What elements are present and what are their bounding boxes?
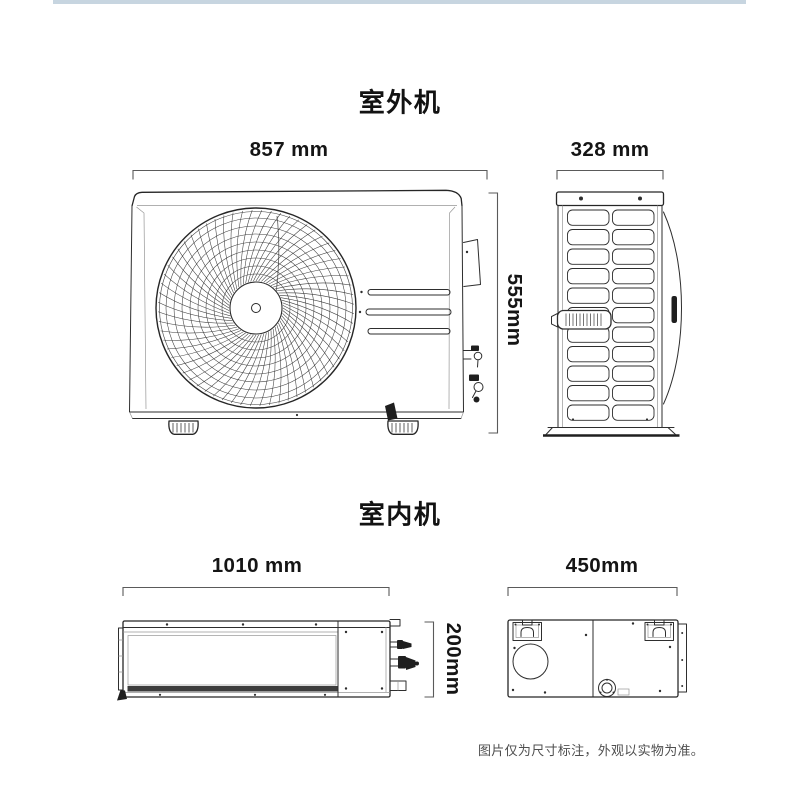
outdoor-front-width-label: 857 mm [249,138,329,161]
service-valves-icon [463,239,484,403]
outdoor-front-height-label: 555mm [503,273,526,347]
outdoor-side-view-drawing [543,191,682,437]
indoor-bottom-width-label: 450mm [565,554,639,577]
outdoor-unit-title: 室外机 [358,87,442,118]
fan-grille [155,207,357,409]
drain-pump [598,678,630,697]
disclaimer-note: 图片仅为尺寸标注，外观以实物为准。 [478,743,705,758]
side-flange [677,623,687,693]
side-vent-grid [567,209,655,421]
indoor-front-view-drawing [117,619,419,701]
indoor-bottom-view-drawing [507,619,687,698]
vent-slots [358,289,452,335]
hanger-bracket-left [512,619,542,641]
dimension-lines [122,169,678,698]
fan-inlet-circle [512,643,549,680]
handle [551,309,612,330]
mounting-feet [168,402,419,435]
indoor-front-width-label: 1010 mm [211,554,303,577]
outdoor-side-depth-label: 328 mm [570,138,650,161]
indoor-front-height-label: 200mm [442,622,465,696]
hanger-bracket-right [644,619,674,641]
outdoor-front-view-drawing [129,189,484,435]
top-accent-bar [53,0,746,4]
refrigerant-pipes-icon [389,640,419,691]
indoor-unit-title: 室内机 [358,499,442,530]
